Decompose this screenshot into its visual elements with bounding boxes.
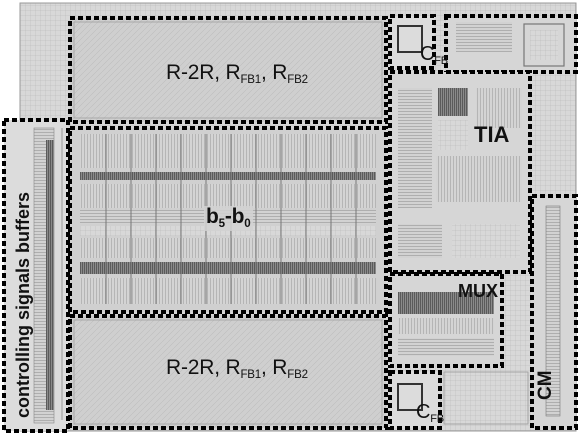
r2r-bottom-label: R-2R, RFB1, RFB2: [166, 356, 308, 382]
top-right-block: [444, 14, 578, 74]
tia-block: [388, 70, 532, 274]
mux-label: MUX: [458, 281, 498, 301]
cm-label: CM: [535, 370, 556, 400]
cfb-bottom-label: CFB: [416, 401, 444, 425]
bits-label: b5-b0: [204, 205, 253, 231]
buffers-block: [2, 118, 70, 433]
r2r-bottom-block: [68, 314, 388, 430]
r2r-top-label: R-2R, RFB1, RFB2: [166, 61, 308, 87]
mux-block: [388, 272, 504, 368]
filler-block: [443, 371, 529, 425]
bits-block: [68, 126, 388, 314]
cm-block: [530, 194, 578, 430]
tia-label: TIA: [474, 122, 510, 147]
cfb-top-label: CFB: [420, 43, 448, 67]
r2r-top-block: [68, 16, 388, 124]
cfb-bottom-block: [388, 370, 442, 430]
buffers-label: controlling signals buffers: [13, 191, 33, 418]
cfb-top-block: [388, 14, 436, 70]
